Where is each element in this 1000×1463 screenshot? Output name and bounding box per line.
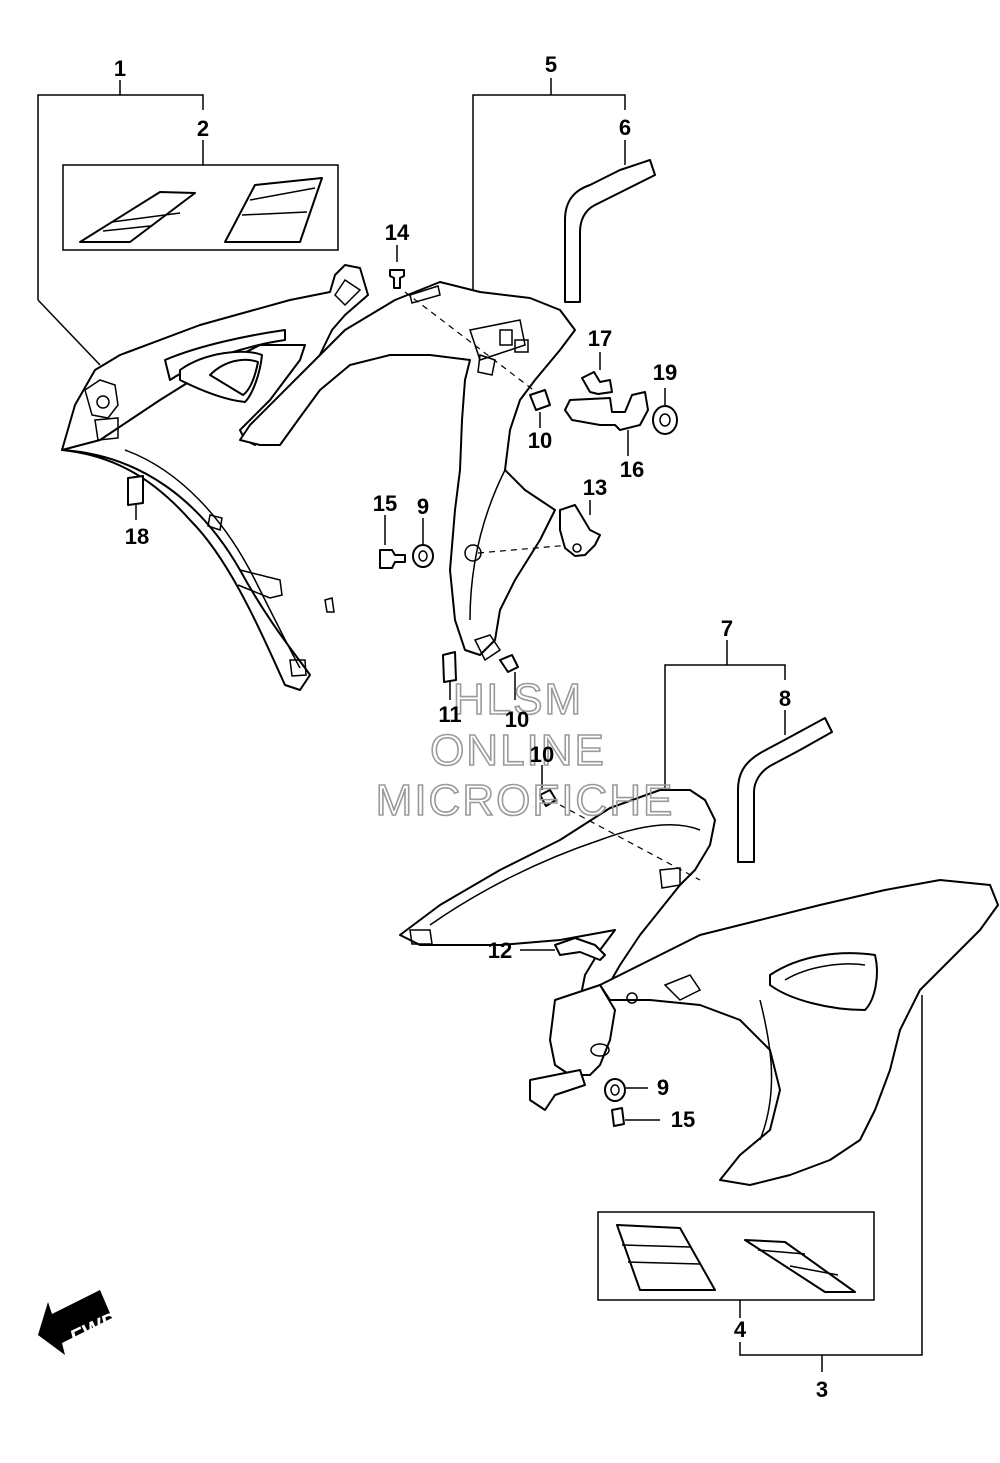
- callout-10-middle: 10: [505, 707, 529, 732]
- bracket-1-2: [37, 80, 204, 366]
- decal-set-right: [597, 995, 923, 1372]
- callout-16: 16: [620, 457, 644, 482]
- callout-4: 4: [734, 1317, 747, 1342]
- callout-3: 3: [816, 1377, 828, 1402]
- callout-19: 19: [653, 360, 677, 385]
- inner-fairing-upper: [239, 78, 626, 662]
- forward-direction-arrow: FWD: [38, 1290, 122, 1355]
- callout-14: 14: [385, 220, 410, 245]
- callout-9-right: 9: [657, 1075, 669, 1100]
- callout-17: 17: [588, 326, 612, 351]
- callout-12: 12: [488, 938, 512, 963]
- watermark-line3: MICROFICHE: [376, 776, 675, 825]
- bolt-17: [581, 352, 613, 395]
- grommet-19: [652, 388, 678, 435]
- side-cowling-right: [529, 879, 999, 1186]
- bracket-13: [559, 500, 601, 557]
- callout-15-left: 15: [373, 491, 397, 516]
- bolt-10-upper: [529, 389, 551, 428]
- screw-14: [389, 245, 405, 289]
- watermark-line1: HLSM: [453, 675, 583, 724]
- callout-10-lower: 10: [530, 742, 554, 767]
- trim-6: [564, 159, 656, 303]
- callout-6: 6: [619, 115, 631, 140]
- callout-18: 18: [125, 524, 149, 549]
- watermark-line2: ONLINE: [430, 726, 606, 775]
- callout-labels: 1 2 5 6 14 17 19 10 16 13 15 9 18 11 10 …: [114, 52, 828, 1402]
- part-18-clip: [127, 475, 144, 520]
- callout-5: 5: [545, 52, 557, 77]
- fastener-11-10-middle: [442, 651, 557, 807]
- decal-set-left: [62, 164, 339, 251]
- fastener-15-9-left: [379, 515, 434, 569]
- callout-7: 7: [721, 616, 733, 641]
- callout-10-upper: 10: [528, 428, 552, 453]
- callout-8: 8: [779, 686, 791, 711]
- bracket-16: [564, 391, 649, 456]
- watermark: HLSM ONLINE MICROFICHE: [375, 674, 675, 826]
- callout-1: 1: [114, 56, 126, 81]
- fastener-9-15-right: [604, 1078, 660, 1127]
- callout-2: 2: [197, 116, 209, 141]
- callout-11: 11: [438, 702, 461, 727]
- side-cowling-left: [61, 264, 369, 691]
- trim-8: [737, 717, 833, 863]
- callout-15-right: 15: [671, 1107, 695, 1132]
- callout-13: 13: [583, 475, 607, 500]
- inner-fairing-lower: [399, 789, 716, 1021]
- callout-9-left: 9: [417, 494, 429, 519]
- bracket-7-8: [664, 640, 786, 790]
- bracket-12: [520, 937, 606, 961]
